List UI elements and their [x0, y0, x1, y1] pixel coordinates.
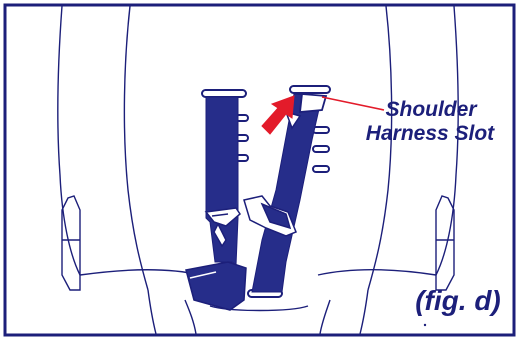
callout-label-shoulder: Shoulder: [356, 98, 506, 122]
figure-caption: (fig. d): [402, 285, 514, 317]
callout-label-harness-slot: Harness Slot: [345, 122, 515, 146]
right-armrest: [436, 196, 454, 290]
bottom-strap-pad: [186, 262, 246, 310]
right-harness-strap: [252, 94, 322, 292]
left-armrest: [62, 196, 80, 290]
